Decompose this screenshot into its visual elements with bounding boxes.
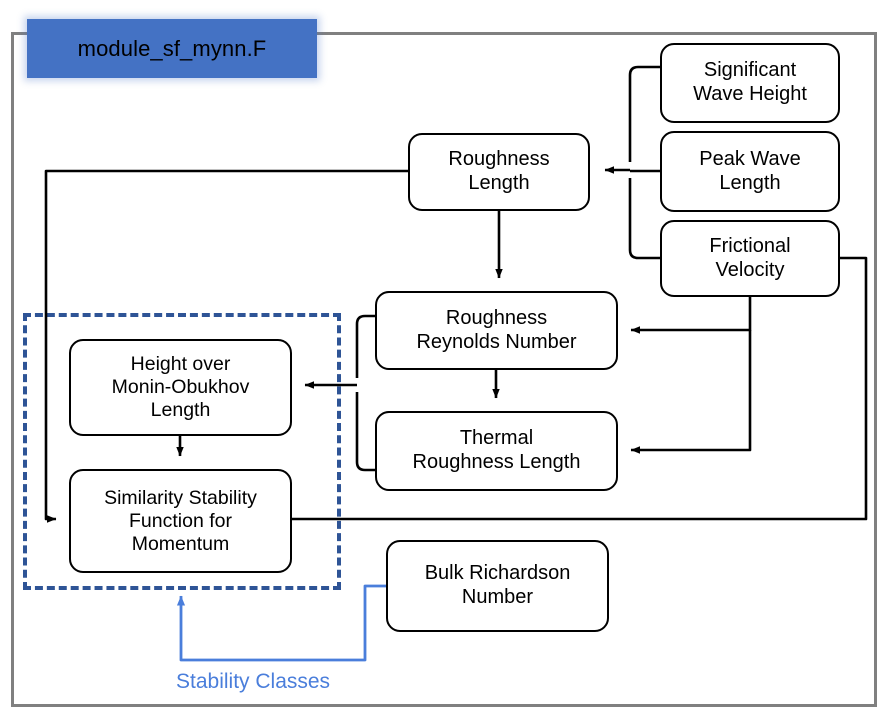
node-roughness-length-line2: Length [468,172,530,194]
node-roughness-reynolds-number[interactable]: Roughness Reynolds Number [375,291,618,370]
node-similarity-stability-line2: Function for [129,509,232,532]
edge-frictional-to-thermal [630,330,752,454]
edge-roughness-length-to-similarity-stability [44,169,408,523]
node-frictional-velocity-line1: Frictional [709,234,791,257]
node-frictional-velocity[interactable]: Frictional Velocity [660,220,840,297]
node-peak-wave-length-line1: Peak Wave [699,147,801,170]
node-significant-wave-height-line2: Wave Height [693,83,807,105]
stability-classes-group-region [23,313,341,590]
edge-frictional-to-reynolds [630,297,752,334]
edge-wave-bracket-top [628,65,660,162]
node-roughness-reynolds-number-line2: Reynolds Number [416,330,577,353]
node-thermal-roughness-length-line2: Roughness Length [412,451,581,473]
node-similarity-stability-line3: Momentum [131,532,230,555]
node-bulk-richardson-number-line1: Bulk Richardson [424,562,571,585]
node-height-over-monin-obukhov-length-line2: Monin-Obukhov [111,376,250,398]
edge-wave-bracket-bottom [628,178,660,260]
node-similarity-stability-function-for-momentum[interactable]: Similarity Stability Function for Moment… [69,469,292,573]
outer-frame [11,32,877,707]
node-significant-wave-height[interactable]: Significant Wave Height [660,43,840,123]
stability-classes-label: Stability Classes [176,670,331,693]
node-peak-wave-length-line2: Length [719,171,781,194]
node-thermal-roughness-length[interactable]: Thermal Roughness Length [375,411,618,491]
node-thermal-roughness-length-line1: Thermal [459,427,534,450]
node-bulk-richardson-number-line2: Number [461,586,534,608]
edge-reynolds-thermal-bracket-top [355,314,375,378]
node-height-over-monin-obukhov-length-line1: Height over [130,353,231,375]
node-bulk-richardson-number[interactable]: Bulk Richardson Number [386,540,609,632]
module-title-chip: module_sf_mynn.F [27,19,317,78]
edge-reynolds-thermal-bracket-bottom [355,392,375,472]
module-title-text: module_sf_mynn.F [77,35,267,61]
node-significant-wave-height-line1: Significant [703,59,797,82]
node-height-over-monin-obukhov-length-line3: Length [150,399,211,421]
edge-bulk-richardson-to-stability-group [176,584,386,662]
node-frictional-velocity-line2: Velocity [715,258,785,281]
node-roughness-reynolds-number-line1: Roughness [445,306,548,329]
node-height-over-monin-obukhov-length[interactable]: Height over Monin-Obukhov Length [69,339,292,436]
node-similarity-stability-line1: Similarity Stability [104,486,257,509]
node-peak-wave-length[interactable]: Peak Wave Length [660,131,840,212]
node-roughness-length[interactable]: Roughness Length [408,133,590,211]
node-roughness-length-line1: Roughness [448,148,550,171]
